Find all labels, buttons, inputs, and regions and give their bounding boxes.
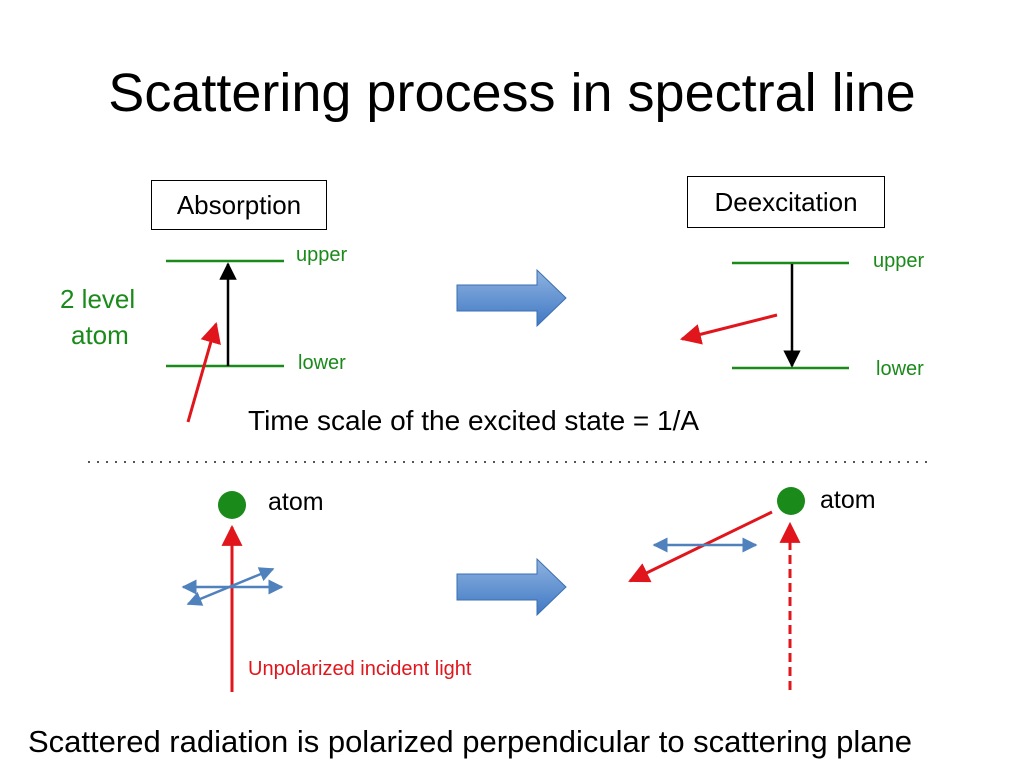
footer-text: Scattered radiation is polarized perpend…: [28, 724, 913, 759]
deexcitation-label: Deexcitation: [714, 186, 858, 217]
right-atom-dot: [777, 487, 805, 515]
scattered-light-arrow: [628, 510, 773, 583]
atom-label-line2: atom: [71, 320, 129, 350]
left-atom-dot: [218, 491, 246, 519]
polarization-arrow-diagonal: [186, 567, 275, 606]
incident-light-label: Unpolarized incident light: [248, 658, 472, 680]
deexcitation-upper-label: upper: [873, 250, 925, 272]
time-scale-text: Time scale of the excited state = 1/A: [248, 405, 700, 436]
process-block-arrow-top: [456, 268, 567, 328]
slide-title: Scattering process in spectral line: [108, 63, 916, 123]
absorption-label: Absorption: [176, 189, 302, 220]
atom-label-line1: 2 level: [60, 284, 136, 314]
right-atom-label: atom: [820, 486, 876, 514]
incoming-photon-arrow: [186, 321, 221, 423]
emitted-photon-arrow: [679, 313, 778, 345]
absorption-upper-label: upper: [296, 244, 348, 266]
absorption-box: Absorption: [151, 180, 327, 230]
absorption-lower-label: lower: [298, 352, 346, 374]
left-atom-label: atom: [268, 488, 324, 516]
process-block-arrow-bottom: [456, 557, 567, 617]
deexcitation-box: Deexcitation: [687, 176, 885, 228]
deexcitation-lower-label: lower: [876, 358, 924, 380]
